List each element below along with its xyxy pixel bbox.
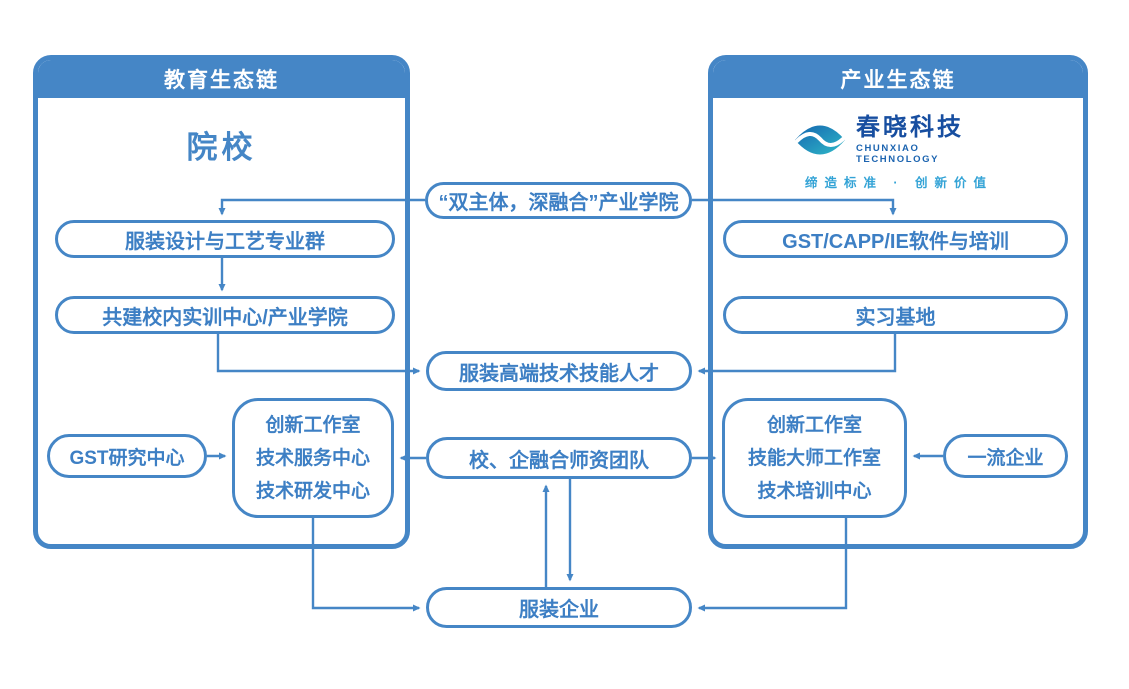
education-chain-header: 教育生态链: [38, 60, 405, 98]
industry-chain-header: 产业生态链: [713, 60, 1083, 98]
node-internship-base: 实习基地: [723, 296, 1068, 334]
node-software-training: GST/CAPP/IE软件与培训: [723, 220, 1068, 258]
node-industry-college: “双主体，深融合”产业学院: [425, 182, 692, 219]
right-studio-line-3: 技术培训中心: [757, 480, 872, 502]
node-top-enterprise: 一流企业: [943, 434, 1068, 478]
node-garment-enterprise: 服装企业: [426, 587, 692, 628]
education-chain-title: 教育生态链: [164, 69, 279, 92]
chunxiao-logo-icon: [795, 125, 845, 155]
left-studio-line-2: 技术服务中心: [255, 447, 370, 469]
left-studio-line-1: 创新工作室: [265, 414, 361, 436]
right-studio-line-2: 技能大师工作室: [747, 447, 881, 469]
industry-chain-title: 产业生态链: [840, 69, 956, 92]
logo-tagline: 缔造标准 · 创新价值: [804, 176, 994, 190]
node-right-studio: 创新工作室 技能大师工作室 技术培训中心: [722, 398, 907, 518]
chunxiao-logo: 春晓科技 CHUNXIAO TECHNOLOGY 缔造标准 · 创新价值: [793, 115, 1005, 191]
left-studio-line-3: 技术研发中心: [255, 480, 370, 502]
right-studio-line-1: 创新工作室: [766, 414, 862, 436]
node-teacher-team: 校、企融合师资团队: [426, 437, 692, 479]
logo-name-en: CHUNXIAO TECHNOLOGY: [856, 143, 940, 165]
node-left-studio: 创新工作室 技术服务中心 技术研发中心: [232, 398, 394, 518]
logo-name: 春晓科技: [856, 114, 964, 141]
node-talent: 服装高端技术技能人才: [426, 351, 692, 391]
college-heading: 院校: [186, 130, 257, 165]
node-training-center: 共建校内实训中心/产业学院: [55, 296, 395, 334]
node-major-group: 服装设计与工艺专业群: [55, 220, 395, 258]
node-gst-research-center: GST研究中心: [47, 434, 207, 478]
